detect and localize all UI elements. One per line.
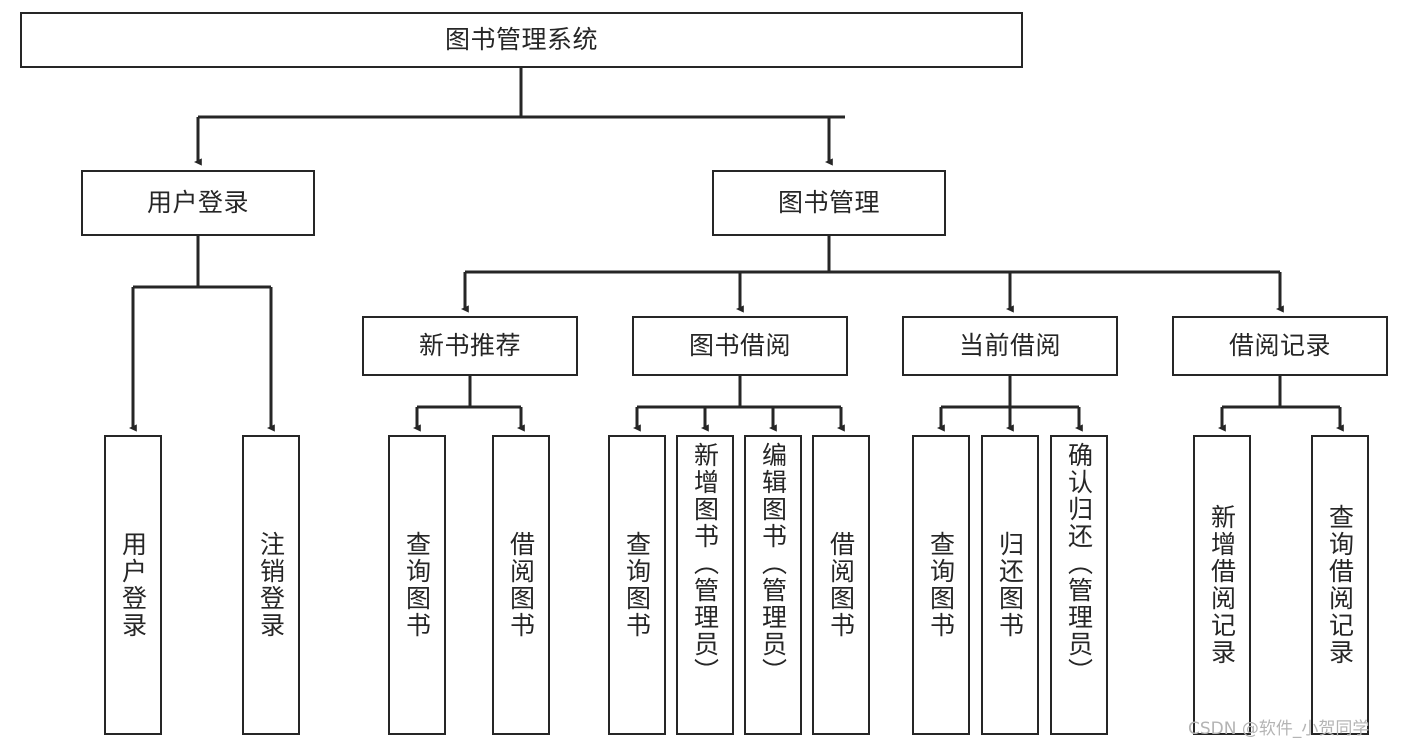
leaf-bb-query-book[interactable]: 查询图书 xyxy=(608,435,666,735)
leaf-br-add-record[interactable]: 新增借阅记录 xyxy=(1193,435,1251,735)
node-user-login[interactable]: 用户登录 xyxy=(81,170,315,236)
node-label: 新增图书（管理员） xyxy=(690,442,720,685)
node-label: 查询图书 xyxy=(622,531,652,639)
node-label: 用户登录 xyxy=(118,531,148,639)
leaf-bb-borrow-book[interactable]: 借阅图书 xyxy=(812,435,870,735)
leaf-cb-confirm-return-admin[interactable]: 确认归还（管理员） xyxy=(1050,435,1108,735)
leaf-logout[interactable]: 注销登录 xyxy=(242,435,300,735)
node-label: 归还图书 xyxy=(995,531,1025,639)
node-label: 新书推荐 xyxy=(418,330,521,360)
node-label: 新增借阅记录 xyxy=(1207,504,1237,666)
node-label: 查询图书 xyxy=(926,531,956,639)
leaf-cb-query-book[interactable]: 查询图书 xyxy=(912,435,970,735)
node-borrow-record[interactable]: 借阅记录 xyxy=(1172,316,1388,376)
node-book-management[interactable]: 图书管理 xyxy=(712,170,946,236)
leaf-nb-query-book[interactable]: 查询图书 xyxy=(388,435,446,735)
node-label: 借阅图书 xyxy=(506,531,536,639)
node-label: 编辑图书（管理员） xyxy=(758,442,788,685)
node-label: 注销登录 xyxy=(256,531,286,639)
node-current-borrow[interactable]: 当前借阅 xyxy=(902,316,1118,376)
leaf-nb-borrow-book[interactable]: 借阅图书 xyxy=(492,435,550,735)
node-root-library-management-system[interactable]: 图书管理系统 xyxy=(20,12,1023,68)
node-label: 图书管理 xyxy=(777,187,880,217)
node-label: 借阅记录 xyxy=(1228,330,1331,360)
node-label: 查询图书 xyxy=(402,531,432,639)
node-label: 图书管理系统 xyxy=(444,24,598,54)
node-label: 用户登录 xyxy=(146,187,249,217)
leaf-cb-return-book[interactable]: 归还图书 xyxy=(981,435,1039,735)
leaf-user-login[interactable]: 用户登录 xyxy=(104,435,162,735)
node-label: 借阅图书 xyxy=(826,531,856,639)
node-label: 确认归还（管理员） xyxy=(1064,442,1094,685)
node-label: 当前借阅 xyxy=(958,330,1061,360)
node-book-borrow[interactable]: 图书借阅 xyxy=(632,316,848,376)
watermark-csdn: CSDN @软件_小贺同学 xyxy=(1188,719,1370,739)
node-label: 图书借阅 xyxy=(688,330,791,360)
node-new-book-recommend[interactable]: 新书推荐 xyxy=(362,316,578,376)
leaf-bb-edit-book-admin[interactable]: 编辑图书（管理员） xyxy=(744,435,802,735)
leaf-br-query-record[interactable]: 查询借阅记录 xyxy=(1311,435,1369,735)
node-label: 查询借阅记录 xyxy=(1325,504,1355,666)
leaf-bb-add-book-admin[interactable]: 新增图书（管理员） xyxy=(676,435,734,735)
